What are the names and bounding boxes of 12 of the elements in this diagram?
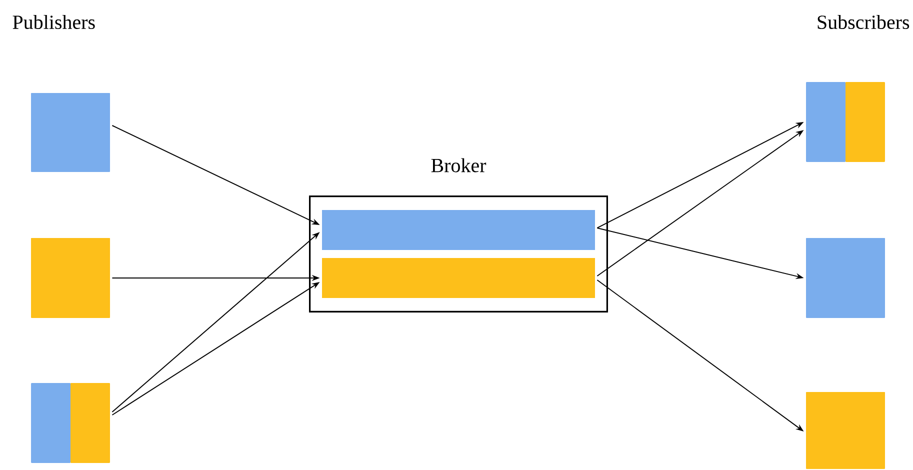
square-box (806, 392, 885, 469)
group-title: Subscribers (818, 14, 910, 30)
square-box (806, 238, 885, 318)
group-title: Publishers (12, 14, 95, 30)
square-box (31, 238, 110, 318)
split-box (31, 382, 110, 463)
square-box (31, 93, 110, 172)
queue-bar (322, 210, 595, 250)
split-box (806, 82, 885, 162)
broker-box: Broker (309, 158, 608, 312)
queue-bar (322, 258, 595, 298)
node-label: Broker (431, 158, 486, 172)
